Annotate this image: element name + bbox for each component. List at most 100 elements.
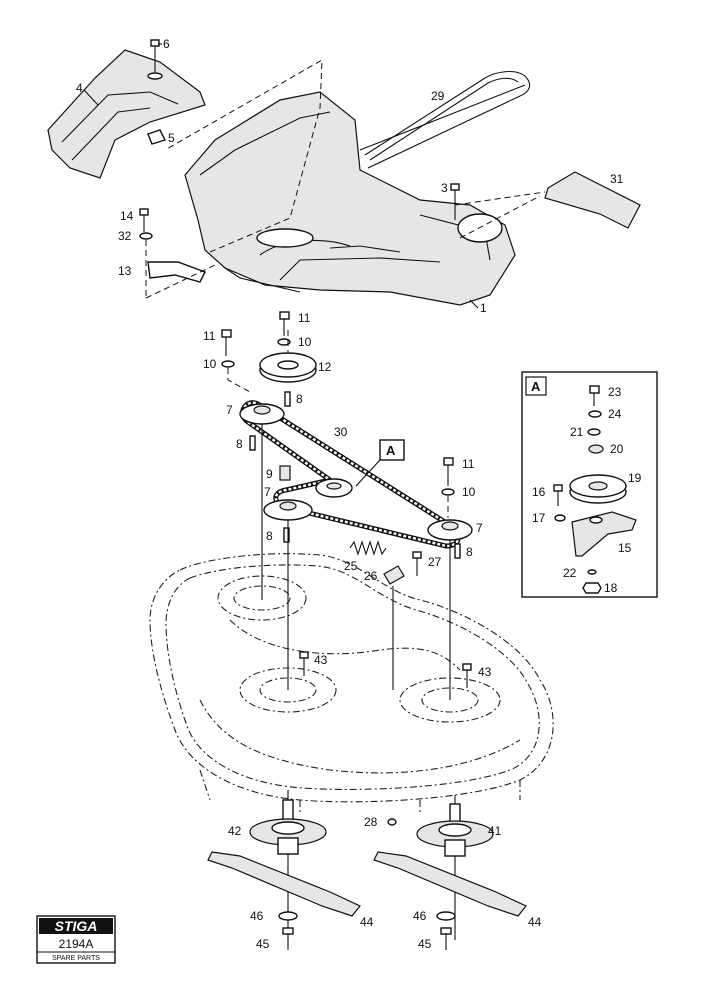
blade-44-left-icon bbox=[207, 851, 361, 917]
screw-16-icon bbox=[553, 484, 563, 506]
housing-part-1 bbox=[184, 91, 516, 306]
cover-part-4 bbox=[47, 49, 206, 179]
label-42: 42 bbox=[228, 824, 242, 838]
ring-21-icon bbox=[587, 428, 601, 436]
pulley-19-icon bbox=[569, 474, 627, 504]
bracket-part-31 bbox=[544, 171, 641, 229]
bushing-9-icon bbox=[279, 465, 291, 481]
spacer-8b-icon bbox=[249, 435, 256, 451]
washer-46-right-icon bbox=[436, 911, 456, 921]
label-8-b: 8 bbox=[236, 437, 243, 451]
label-13: 13 bbox=[118, 264, 132, 278]
washer-22-icon bbox=[587, 569, 597, 575]
washer-32-icon bbox=[139, 232, 153, 240]
label-23: 23 bbox=[608, 385, 622, 399]
spindle-42-icon bbox=[249, 799, 327, 855]
label-10-left: 10 bbox=[203, 357, 217, 371]
label-8-a: 8 bbox=[296, 392, 303, 406]
label-30: 30 bbox=[334, 425, 348, 439]
label-18: 18 bbox=[604, 581, 618, 595]
label-11-top: 11 bbox=[298, 311, 311, 325]
washer-46-left-icon bbox=[278, 911, 298, 921]
label-32: 32 bbox=[118, 229, 132, 243]
screw-43-left-icon bbox=[299, 651, 309, 676]
nut-18-icon bbox=[582, 582, 602, 594]
screw-11-top-icon bbox=[277, 311, 291, 346]
screw-27-icon bbox=[412, 551, 422, 576]
spare-parts-caption: SPARE PARTS bbox=[52, 955, 100, 962]
label-11-right: 11 bbox=[462, 457, 475, 471]
belt-part-29 bbox=[364, 70, 531, 169]
label-29: 29 bbox=[431, 89, 445, 103]
label-12: 12 bbox=[318, 360, 332, 374]
label-20: 20 bbox=[610, 442, 624, 456]
spindle-41-icon bbox=[416, 803, 494, 857]
label-22: 22 bbox=[563, 566, 577, 580]
label-19: 19 bbox=[628, 471, 642, 485]
label-28: 28 bbox=[364, 815, 378, 829]
label-6: 6 bbox=[163, 37, 170, 51]
label-5: 5 bbox=[168, 131, 175, 145]
bearing-20-icon bbox=[588, 444, 604, 454]
label-24: 24 bbox=[608, 407, 622, 421]
spring-25-icon bbox=[349, 540, 387, 556]
screw-14-icon bbox=[139, 208, 149, 232]
label-9: 9 bbox=[266, 467, 273, 481]
label-3: 3 bbox=[441, 181, 448, 195]
pulley-7-right-icon bbox=[427, 519, 473, 541]
screw-43-right-icon bbox=[462, 663, 472, 688]
label-27: 27 bbox=[428, 555, 442, 569]
label-15: 15 bbox=[618, 541, 632, 555]
washer-24-icon bbox=[588, 410, 602, 418]
spindle-blade-right: 41 44 46 45 bbox=[373, 795, 542, 951]
label-31: 31 bbox=[610, 172, 624, 186]
label-1: 1 bbox=[480, 301, 487, 315]
tensioner-idler-icon bbox=[315, 478, 353, 498]
brand-logo: STIGA bbox=[55, 918, 98, 934]
label-11-left: 11 bbox=[203, 329, 216, 343]
pulley-7-center-icon bbox=[263, 499, 313, 521]
housing-group: 6 4 5 29 31 3 14 32 13 1 bbox=[47, 37, 641, 315]
label-7-upper: 7 bbox=[226, 403, 233, 417]
screw-6-icon bbox=[147, 39, 163, 80]
stiga-logo-block: STIGA 2194A SPARE PARTS bbox=[36, 915, 116, 964]
label-43-left: 43 bbox=[314, 653, 328, 667]
label-10-top: 10 bbox=[298, 335, 312, 349]
screw-23-icon bbox=[589, 385, 600, 406]
bolt-45-left-icon bbox=[282, 927, 294, 950]
pulley-7-upper-icon bbox=[239, 403, 285, 425]
pulley-group: A 11 10 11 10 12 8 7 30 8 9 7 11 10 7 8 … bbox=[203, 311, 483, 700]
clip-5-icon bbox=[147, 129, 166, 145]
label-25: 25 bbox=[344, 559, 358, 573]
screw-11-left-icon bbox=[221, 329, 235, 368]
label-8-c: 8 bbox=[266, 529, 273, 543]
detail-a-letter: A bbox=[531, 379, 541, 394]
label-41: 41 bbox=[488, 824, 502, 838]
label-21: 21 bbox=[570, 425, 584, 439]
spacer-8c-icon bbox=[283, 527, 290, 543]
callout-a-letter: A bbox=[386, 443, 396, 458]
label-45-left: 45 bbox=[256, 937, 270, 951]
label-43-right: 43 bbox=[478, 665, 492, 679]
spacer-8d-icon bbox=[454, 543, 461, 559]
label-10-right: 10 bbox=[462, 485, 476, 499]
detail-a-panel: A 23 24 21 20 19 16 17 15 22 18 bbox=[521, 371, 658, 598]
drawing-code: 2194A bbox=[59, 937, 94, 951]
cutting-deck-outline bbox=[149, 553, 554, 815]
screw-3-icon bbox=[450, 183, 460, 220]
pulley-12-icon bbox=[259, 352, 317, 383]
spacer-8a-icon bbox=[284, 391, 291, 407]
bracket-26-icon bbox=[383, 565, 405, 585]
label-7-right: 7 bbox=[476, 521, 483, 535]
spindle-blade-left: 42 44 46 45 bbox=[207, 790, 374, 951]
label-45-right: 45 bbox=[418, 937, 432, 951]
label-8-d: 8 bbox=[466, 545, 473, 559]
bracket-part-13 bbox=[147, 261, 206, 283]
label-16: 16 bbox=[532, 485, 546, 499]
washer-17-icon bbox=[554, 514, 566, 522]
label-44-left: 44 bbox=[360, 915, 374, 929]
label-17: 17 bbox=[532, 511, 546, 525]
bracket-15-icon bbox=[571, 511, 637, 557]
